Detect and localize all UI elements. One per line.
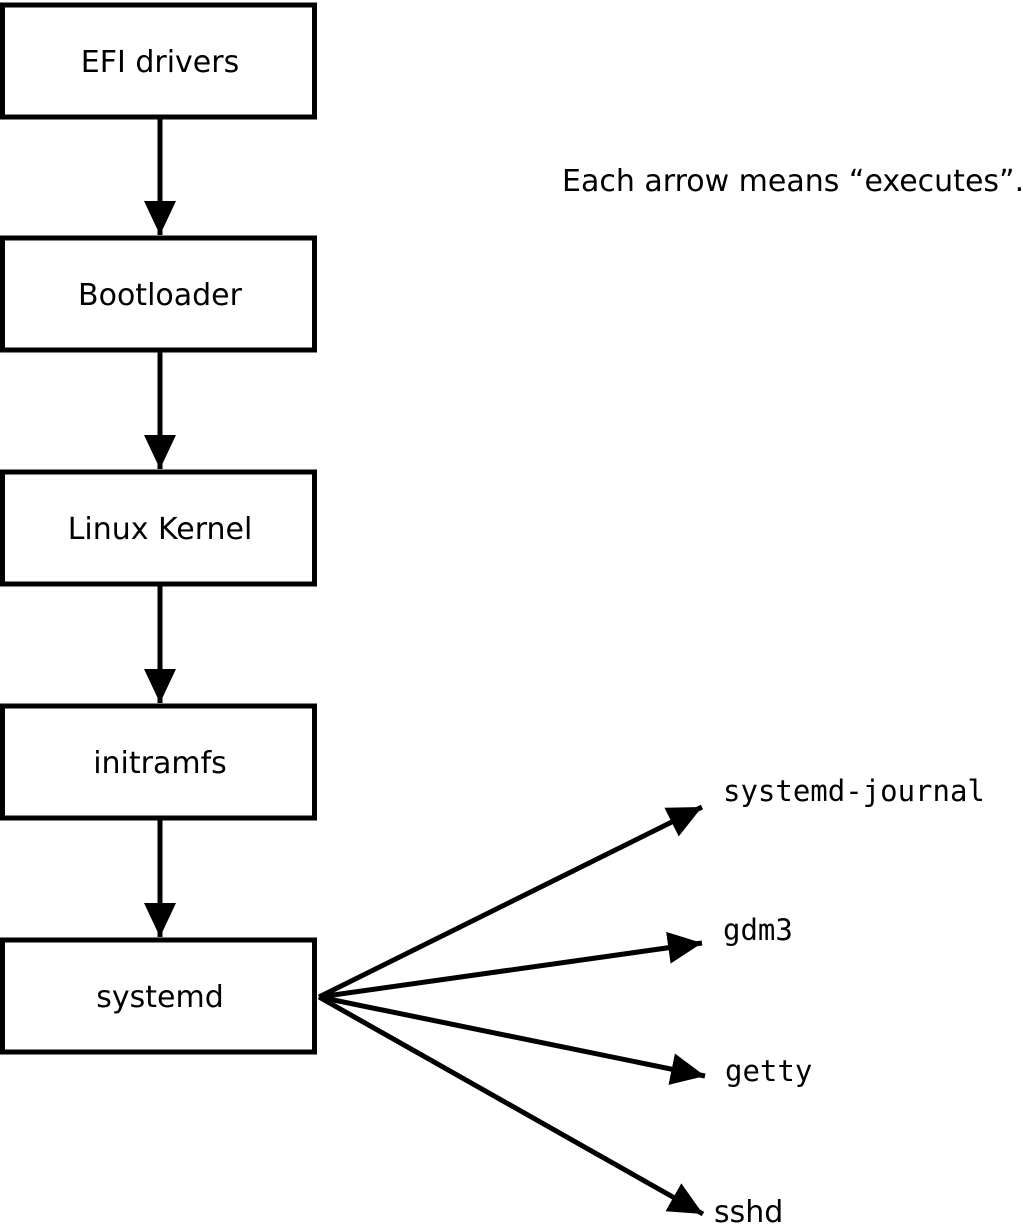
arrow-systemd-to-getty: [318, 994, 706, 1085]
efi-drivers-box: [0, 2, 317, 120]
arrow-systemd-to-gdm3: [318, 931, 703, 1000]
initramfs-box: [0, 703, 317, 821]
initramfs-label: initramfs: [93, 746, 227, 781]
arrow-systemd-to-sshd: [317, 994, 705, 1217]
bootloader-box: [0, 235, 317, 353]
bootloader-label: Bootloader: [78, 278, 243, 313]
gdm3-label: gdm3: [723, 913, 793, 947]
linux-kernel-box: [0, 469, 317, 587]
node-systemd: systemd: [0, 937, 317, 1055]
getty-label: getty: [725, 1054, 812, 1088]
efi-drivers-label: EFI drivers: [81, 45, 239, 80]
legend-note: Each arrow means “executes”.: [562, 164, 1023, 199]
linux-kernel-label: Linux Kernel: [68, 512, 253, 547]
sshd-label: sshd: [714, 1195, 783, 1230]
node-bootloader: Bootloader: [0, 235, 317, 353]
arrow-systemd-to-systemd-journal: [317, 804, 704, 1000]
systemd-box: [0, 937, 317, 1055]
systemd-label: systemd: [96, 980, 224, 1015]
node-initramfs: initramfs: [0, 703, 317, 821]
node-linux-kernel: Linux Kernel: [0, 469, 317, 587]
node-efi-drivers: EFI drivers: [0, 2, 317, 120]
systemd-journal-label: systemd-journal: [723, 774, 985, 808]
